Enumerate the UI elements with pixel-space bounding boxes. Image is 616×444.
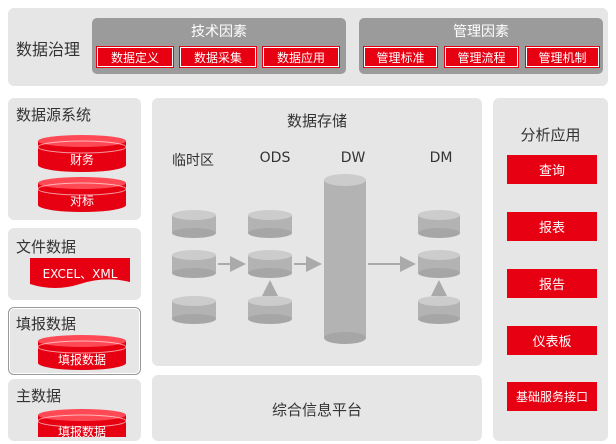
storage-flow-diagram <box>172 174 460 344</box>
dw-warehouse-icon[interactable] <box>324 174 366 344</box>
staging-db-bottom-icon[interactable] <box>172 296 216 324</box>
dm-db-bottom-icon[interactable] <box>418 296 460 324</box>
mgmt-item-standard[interactable]: 管理标准 <box>363 46 438 68</box>
fill-data-title: 填报数据 <box>16 315 77 333</box>
staging-db-top-icon[interactable] <box>172 210 216 238</box>
platform-panel[interactable] <box>152 375 482 441</box>
source-system-title: 数据源系统 <box>16 106 92 124</box>
mgmt-factors-title: 管理因素 <box>453 24 509 40</box>
tech-item-application[interactable]: 数据应用 <box>262 46 340 68</box>
fill-data-db-label: 填报数据 <box>57 353 106 367</box>
mgmt-item-process[interactable]: 管理流程 <box>444 46 519 68</box>
platform-title: 综合信息平台 <box>271 401 362 419</box>
analysis-service-interface-button[interactable]: 基础服务接口 <box>507 382 597 411</box>
staging-db-middle-icon[interactable] <box>172 250 216 278</box>
layer-ods-label: ODS <box>259 150 291 166</box>
ods-db-bottom-icon[interactable] <box>248 296 292 324</box>
document-label: EXCEL、XML <box>42 267 118 281</box>
layer-staging-label: 临时区 <box>172 153 214 169</box>
dm-db-middle-icon[interactable] <box>418 250 460 278</box>
tech-item-definition[interactable]: 数据定义 <box>96 46 174 68</box>
analysis-dashboard-button[interactable]: 仪表板 <box>507 326 597 355</box>
tech-item-collection[interactable]: 数据采集 <box>179 46 257 68</box>
finance-db-label: 财务 <box>69 153 94 167</box>
ods-db-middle-icon[interactable] <box>248 250 292 278</box>
fill-data-db-icon[interactable] <box>37 334 127 372</box>
benchmark-db-icon[interactable] <box>37 176 127 214</box>
ods-db-top-icon[interactable] <box>248 210 292 238</box>
analysis-report-button[interactable]: 报告 <box>507 269 597 298</box>
layer-dw-label: DW <box>340 150 366 166</box>
analysis-query-button[interactable]: 查询 <box>507 155 597 184</box>
layer-dm-label: DM <box>429 150 453 166</box>
analysis-title: 分析应用 <box>520 126 581 144</box>
master-data-title: 主数据 <box>16 387 62 405</box>
tech-factors-title: 技术因素 <box>191 24 247 40</box>
document-icon[interactable] <box>30 258 130 290</box>
master-data-db-icon[interactable] <box>37 408 127 444</box>
analysis-report-table-button[interactable]: 报表 <box>507 212 597 241</box>
master-data-db-label: 填报数据 <box>57 425 106 439</box>
storage-title: 数据存储 <box>286 112 347 130</box>
finance-db-icon[interactable] <box>37 134 127 174</box>
governance-title: 数据治理 <box>16 40 81 59</box>
dm-db-top-icon[interactable] <box>418 210 460 238</box>
mgmt-item-mechanism[interactable]: 管理机制 <box>525 46 600 68</box>
benchmark-db-label: 对标 <box>69 194 94 208</box>
file-data-title: 文件数据 <box>16 238 77 256</box>
